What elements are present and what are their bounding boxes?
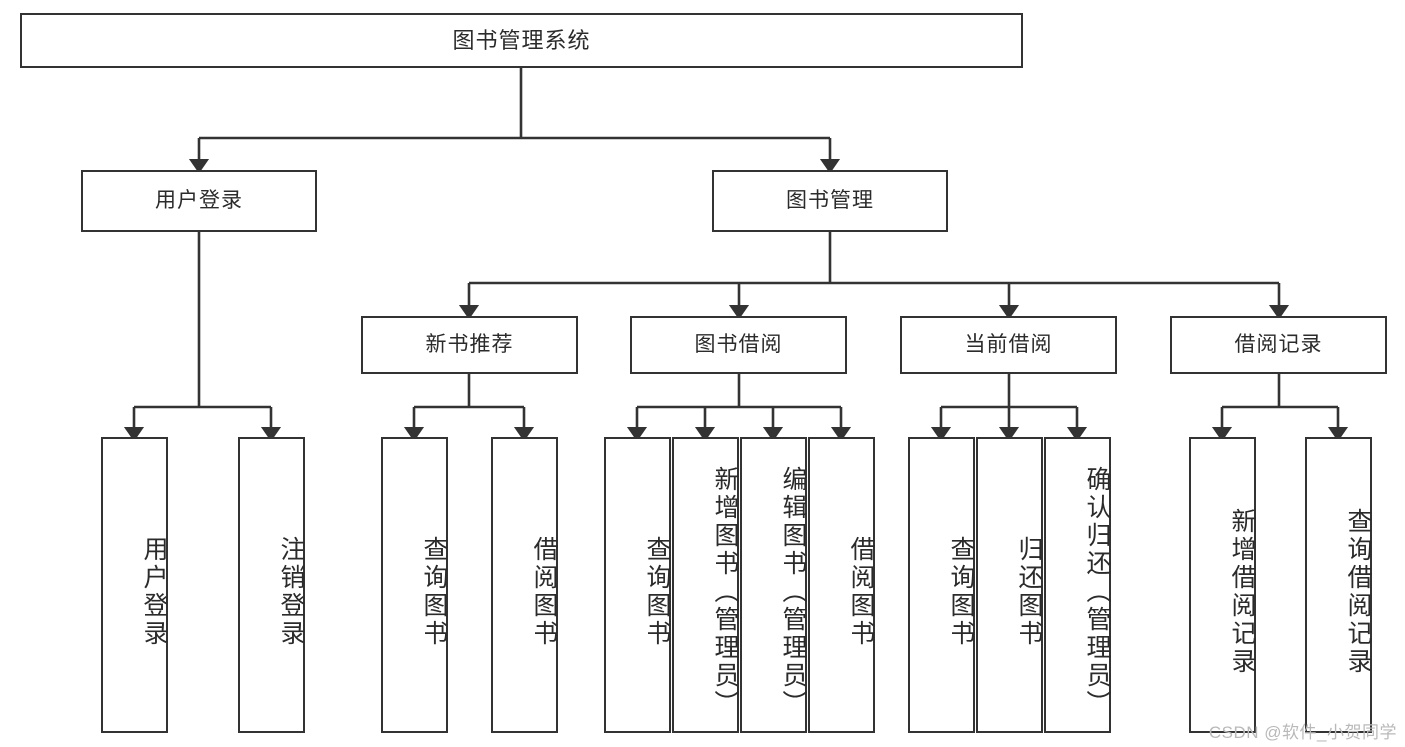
node-label: 归还图书: [1015, 536, 1043, 648]
node-label: 新增借阅记录: [1228, 508, 1256, 676]
node-label: 图书管理系统: [452, 27, 591, 53]
node-root-system[interactable]: 图书管理系统: [20, 13, 1023, 68]
leaf-query-borrow-record[interactable]: 查询借阅记录: [1305, 437, 1372, 733]
leaf-borrow-book[interactable]: 借阅图书: [808, 437, 875, 733]
node-new-book-recommend[interactable]: 新书推荐: [361, 316, 578, 374]
leaf-query-book-borrow[interactable]: 查询图书: [604, 437, 671, 733]
node-label: 注销登录: [277, 536, 305, 648]
leaf-return-book[interactable]: 归还图书: [976, 437, 1043, 733]
leaf-borrow-book-recommend[interactable]: 借阅图书: [491, 437, 558, 733]
node-borrow-record[interactable]: 借阅记录: [1170, 316, 1387, 374]
node-label: 当前借阅: [964, 332, 1053, 356]
leaf-add-book-admin[interactable]: 新增图书（管理员）: [672, 437, 739, 733]
node-label: 借阅记录: [1234, 332, 1323, 356]
node-label: 查询图书: [420, 536, 448, 648]
node-label: 用户登录: [140, 536, 168, 648]
node-label: 用户登录: [155, 188, 243, 212]
leaf-confirm-return-admin[interactable]: 确认归还（管理员）: [1044, 437, 1111, 733]
leaf-query-book-recommend[interactable]: 查询图书: [381, 437, 448, 733]
leaf-query-book-current[interactable]: 查询图书: [908, 437, 975, 733]
node-user-login[interactable]: 用户登录: [81, 170, 317, 232]
node-label: 新书推荐: [425, 332, 514, 356]
node-label: 查询图书: [947, 536, 975, 648]
node-label: 查询图书: [643, 536, 671, 648]
leaf-edit-book-admin[interactable]: 编辑图书（管理员）: [740, 437, 807, 733]
node-label: 编辑图书（管理员）: [779, 466, 807, 718]
node-book-management[interactable]: 图书管理: [712, 170, 948, 232]
leaf-logout-login[interactable]: 注销登录: [238, 437, 305, 733]
node-label: 借阅图书: [530, 536, 558, 648]
node-label: 确认归还（管理员）: [1083, 466, 1111, 718]
node-label: 图书借阅: [694, 332, 783, 356]
leaf-add-borrow-record[interactable]: 新增借阅记录: [1189, 437, 1256, 733]
node-book-borrow[interactable]: 图书借阅: [630, 316, 847, 374]
node-label: 查询借阅记录: [1344, 508, 1372, 676]
csdn-watermark: CSDN @软件_小贺同学: [1208, 723, 1397, 742]
node-current-borrow[interactable]: 当前借阅: [900, 316, 1117, 374]
node-label: 借阅图书: [847, 536, 875, 648]
node-label: 图书管理: [786, 188, 874, 212]
leaf-user-login[interactable]: 用户登录: [101, 437, 168, 733]
node-label: 新增图书（管理员）: [711, 466, 739, 718]
